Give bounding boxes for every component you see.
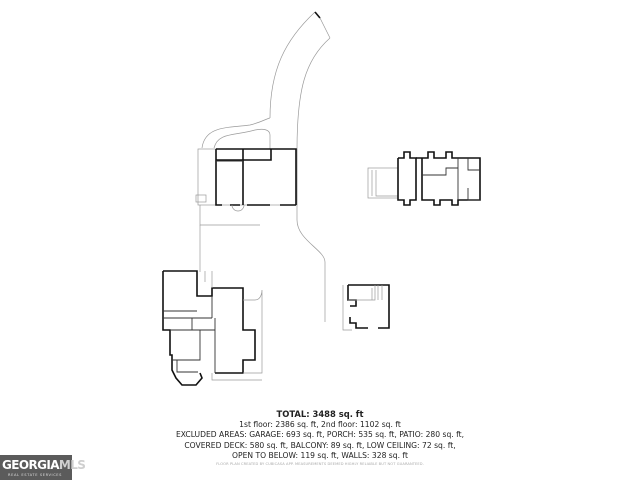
outbuilding-plan <box>342 284 390 331</box>
disclaimer: FLOOR PLAN CREATED BY CUBICASA APP. MEAS… <box>216 462 424 466</box>
driveway <box>201 11 331 322</box>
excluded-areas-line-3: OPEN TO BELOW: 119 sq. ft, WALLS: 328 sq… <box>232 451 408 461</box>
garage-building <box>195 148 298 226</box>
area-summary: TOTAL: 3488 sq. ft 1st floor: 2386 sq. f… <box>150 409 490 462</box>
logo-name-b: MLS <box>58 458 86 472</box>
excluded-areas-line-1: EXCLUDED AREAS: GARAGE: 693 sq. ft, PORC… <box>175 430 465 440</box>
second-floor-plan <box>367 151 481 206</box>
logo-name-a: GEORGIA <box>2 458 59 472</box>
first-floor-plan <box>162 270 263 386</box>
georgia-mls-logo: GEORGIAMLS REAL ESTATE SERVICES <box>0 455 86 480</box>
excluded-areas-line-2: COVERED DECK: 580 sq. ft, BALCONY: 89 sq… <box>184 440 456 450</box>
floor-areas: 1st floor: 2386 sq. ft, 2nd floor: 1102 … <box>239 419 401 429</box>
logo-tagline: REAL ESTATE SERVICES <box>8 473 63 477</box>
total-area: TOTAL: 3488 sq. ft <box>276 409 364 419</box>
